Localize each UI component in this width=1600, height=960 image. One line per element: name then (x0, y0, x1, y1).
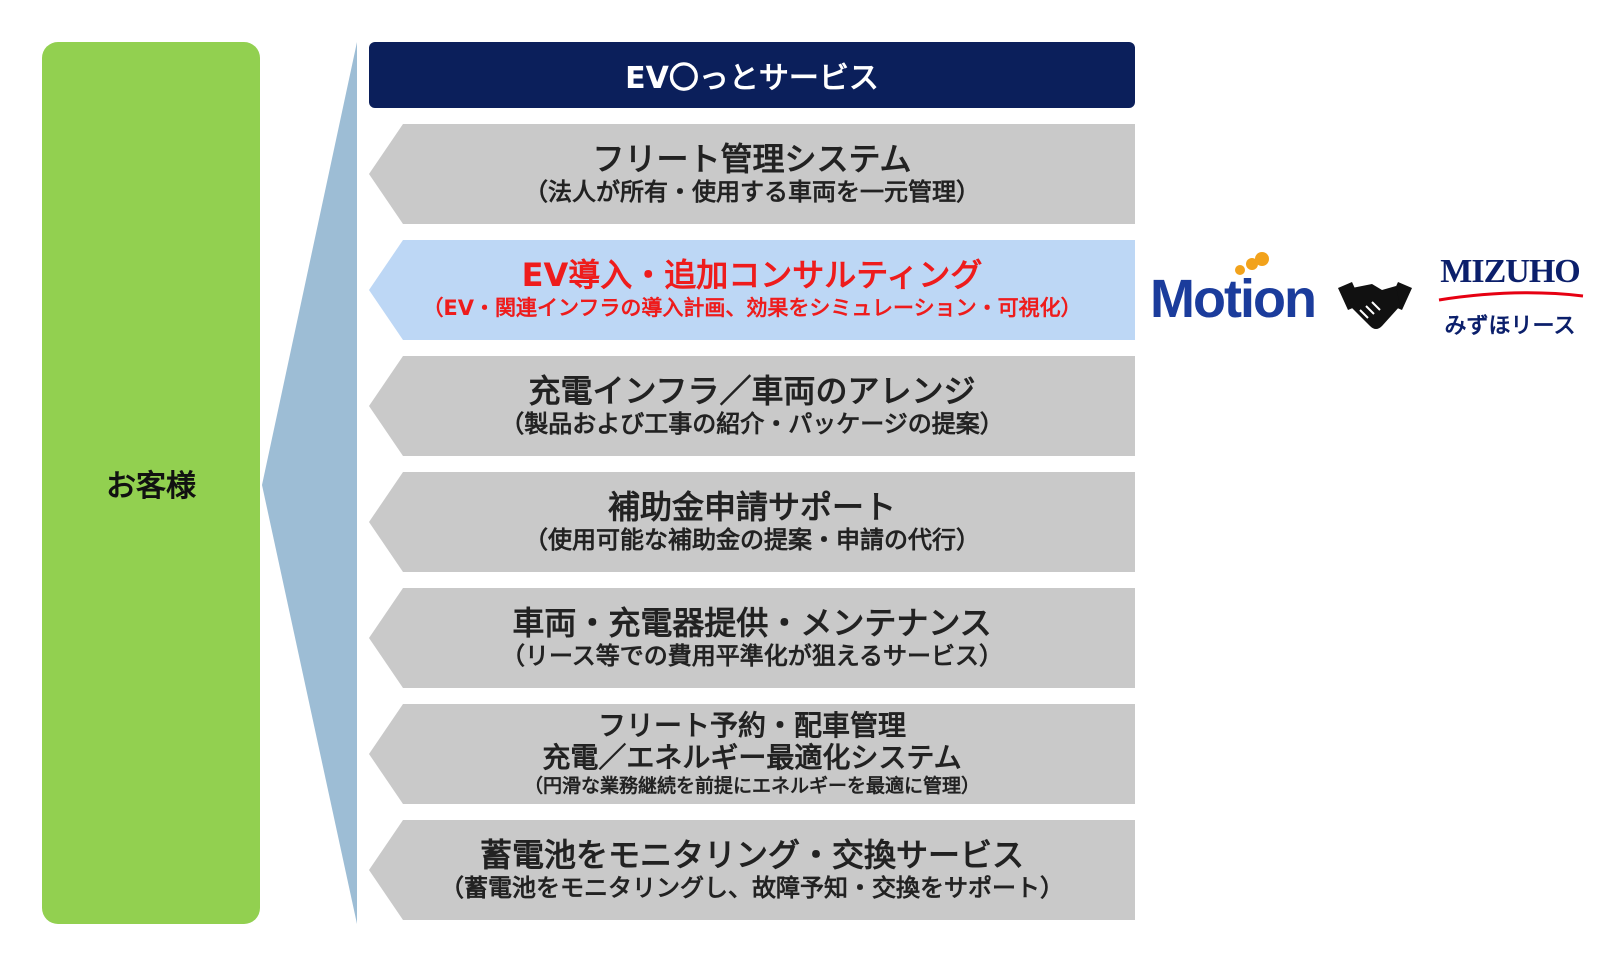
service-title-line1: フリート予約・配車管理 (597, 709, 906, 742)
service-subtitle: （使用可能な補助金の提案・申請の代行） (524, 526, 980, 554)
service-header-title: EV〇っとサービス (625, 61, 879, 96)
mizuho-sub: みずほリース (1444, 314, 1576, 339)
service-subtitle: （製品および工事の紹介・パッケージの提案） (500, 410, 1004, 438)
customer-box: お客様 (42, 42, 260, 924)
motion-logo-dots (1235, 252, 1269, 275)
service-vehicle-charger-maintenance: 車両・充電器提供・メンテナンス （リース等での費用平準化が狙えるサービス） (369, 588, 1135, 688)
service-title: フリート管理システム (592, 140, 912, 178)
service-title: 蓄電池をモニタリング・交換サービス (479, 836, 1024, 874)
service-subtitle: （リース等での費用平準化が狙えるサービス） (500, 642, 1004, 670)
service-subtitle: （円滑な業務継続を前提にエネルギーを最適に管理） (523, 775, 980, 797)
service-header: EV〇っとサービス (369, 42, 1135, 108)
service-title: EV導入・追加コンサルティング (521, 256, 983, 294)
service-infra-arrangement: 充電インフラ／車両のアレンジ （製品および工事の紹介・パッケージの提案） (369, 356, 1135, 456)
mizuho-brand: MIZUHO (1440, 253, 1580, 290)
mizuho-swoosh (1438, 291, 1584, 302)
service-subsidy-support: 補助金申請サポート （使用可能な補助金の提案・申請の代行） (369, 472, 1135, 572)
service-battery-monitoring: 蓄電池をモニタリング・交換サービス （蓄電池をモニタリングし、故障予知・交換をサ… (369, 820, 1135, 920)
service-fleet-reservation-energy: フリート予約・配車管理 充電／エネルギー最適化システム （円滑な業務継続を前提に… (369, 704, 1135, 804)
service-subtitle: （法人が所有・使用する車両を一元管理） (524, 178, 980, 206)
service-subtitle: （蓄電池をモニタリングし、故障予知・交換をサポート） (440, 874, 1064, 902)
service-title: 補助金申請サポート (607, 488, 896, 526)
service-title-line2: 充電／エネルギー最適化システム (542, 741, 962, 774)
service-title: 車両・充電器提供・メンテナンス (512, 604, 992, 642)
service-title: 充電インフラ／車両のアレンジ (528, 372, 976, 410)
service-fleet-management: フリート管理システム （法人が所有・使用する車両を一元管理） (369, 124, 1135, 224)
service-ev-consulting: EV導入・追加コンサルティング （EV・関連インフラの導入計画、効果をシミュレー… (369, 240, 1135, 340)
handshake-icon (1338, 282, 1412, 329)
motion-logo: Motion (1150, 269, 1317, 329)
service-subtitle: （EV・関連インフラの導入計画、効果をシミュレーション・可視化） (422, 296, 1082, 320)
mizuho-logo: MIZUHO みずほリース (1430, 252, 1590, 340)
customer-label: お客様 (106, 469, 196, 504)
